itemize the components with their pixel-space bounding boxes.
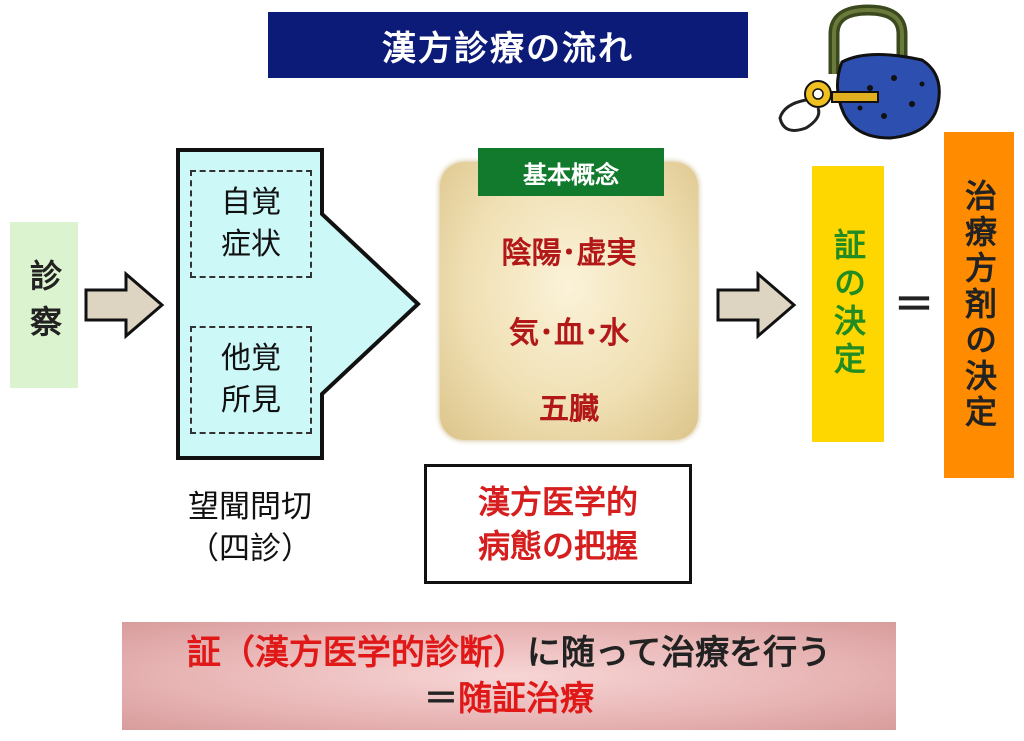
bottom-banner: 証（漢方医学的診断）に随って治療を行う ＝随証治療 (122, 622, 896, 730)
title-banner: 漢方診療の流れ (268, 12, 748, 78)
treatment-decision-label: 治療方剤の決定 (960, 179, 998, 431)
objective-line1: 他覚 (221, 341, 281, 376)
page-title: 漢方診療の流れ (382, 28, 634, 69)
sho-decision-label: 証の決定 (829, 228, 867, 380)
concept-item-five-organs: 五臓 (539, 392, 599, 427)
four-examinations-text: 望聞問切 （四診） (150, 486, 350, 570)
subjective-line1: 自覚 (221, 185, 281, 220)
bottom-equals: ＝ (424, 679, 458, 719)
pathology-line2: 病態の把握 (477, 527, 638, 565)
bottom-treatment-text: に随って治療を行う (526, 633, 832, 673)
four-exams-line2: （四診） (188, 531, 312, 567)
objective-line2: 所見 (221, 383, 281, 418)
bottom-line1: 証（漢方医学的診断）に随って治療を行う (187, 630, 831, 676)
big-arrow-shape (176, 148, 421, 460)
concept-item-yinyang: 陰陽･虚実 (501, 236, 637, 271)
flow-arrow-icon (84, 270, 165, 340)
objective-findings-box: 他覚 所見 (190, 326, 312, 434)
pathology-box: 漢方医学的 病態の把握 (424, 464, 692, 584)
diagnosis-label: 診察 (25, 259, 63, 351)
bottom-line2: ＝随証治療 (424, 676, 594, 722)
basic-concept-label: 基本概念 (478, 148, 664, 196)
basic-concept-label-text: 基本概念 (523, 160, 619, 189)
bottom-diagnosis-text: 証（漢方医学的診断） (186, 633, 527, 673)
diagnosis-box: 診察 (10, 222, 78, 388)
sho-decision-box: 証の決定 (812, 166, 884, 442)
four-exams-line1: 望聞問切 (188, 489, 312, 525)
equals-sign: ＝ (894, 282, 934, 328)
pathology-line1: 漢方医学的 (477, 483, 638, 521)
subjective-line2: 症状 (221, 227, 281, 262)
basic-concept-panel: 陰陽･虚実 気･血･水 五臓 (440, 162, 698, 440)
concept-item-qi-blood-water: 気･血･水 (509, 316, 629, 351)
subjective-symptoms-box: 自覚 症状 (190, 170, 312, 278)
bottom-zuisho-text: 随証治療 (458, 679, 594, 719)
flow-arrow-icon (716, 270, 797, 340)
treatment-decision-box: 治療方剤の決定 (944, 132, 1014, 478)
padlock-with-key-icon (778, 4, 941, 140)
